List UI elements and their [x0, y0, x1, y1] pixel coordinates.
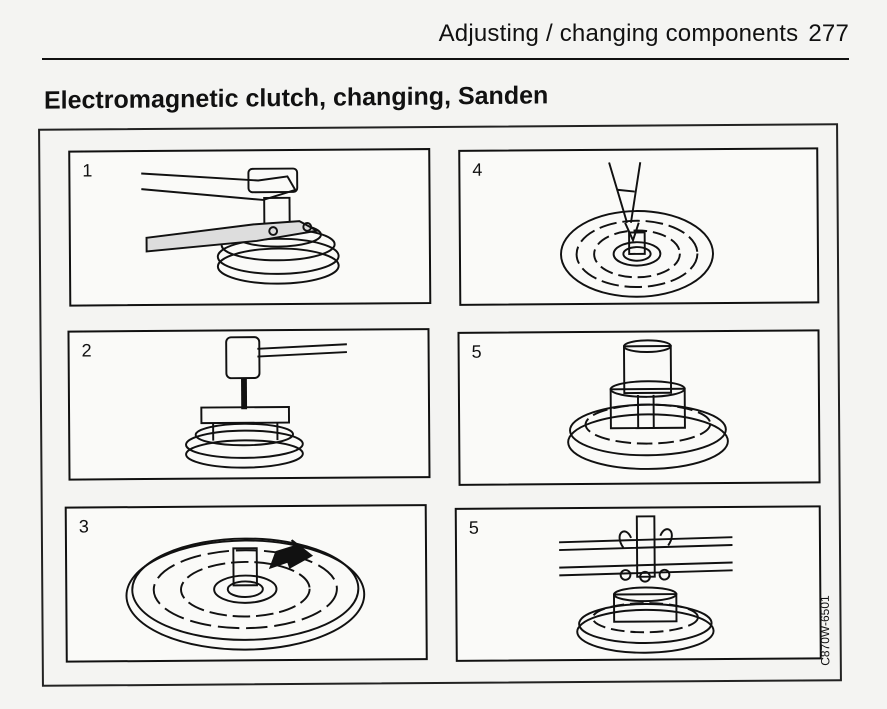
panel-4: 4 — [458, 147, 820, 306]
panel-2: 2 — [67, 328, 431, 481]
running-title: Adjusting / changing components — [438, 20, 799, 47]
header-rule — [42, 58, 849, 60]
figure-code: C870W-6501 — [817, 595, 832, 666]
panel-5b: 5 — [454, 505, 822, 662]
panel-1: 1 — [68, 148, 432, 307]
panel-5a: 5 — [457, 329, 821, 486]
puller-tool-icon — [185, 336, 347, 469]
figure-frame: 1 4 2 — [38, 123, 842, 687]
running-header: Adjusting / changing components 277 — [439, 20, 849, 48]
press-tool-icon — [559, 515, 733, 654]
socket-wrench-holder-icon — [141, 167, 340, 285]
page-number: 277 — [808, 20, 849, 47]
key-removal-icon — [125, 537, 366, 651]
circlip-pliers-icon — [560, 162, 714, 298]
press-sleeve-icon — [567, 339, 729, 470]
panel-3: 3 — [64, 504, 428, 663]
section-title: Electromagnetic clutch, changing, Sanden — [44, 81, 549, 115]
